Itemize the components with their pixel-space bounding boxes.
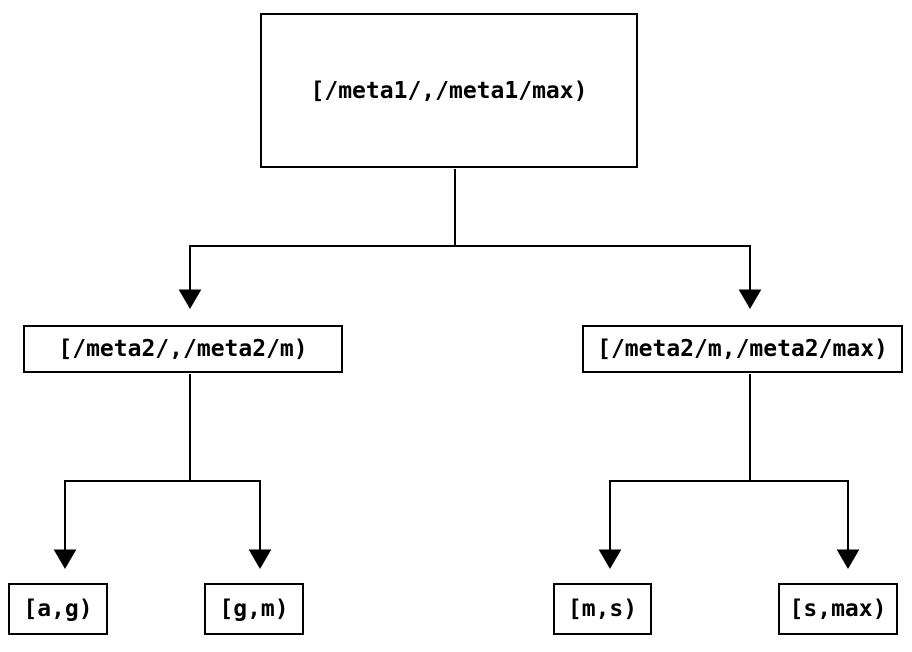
tree-node-label: [s,max) xyxy=(789,596,887,622)
arrowhead-icon xyxy=(53,549,77,569)
tree-node-root: [/meta1/,/meta1/max) xyxy=(260,13,638,168)
tree-node-label: [/meta2/,/meta2/m) xyxy=(58,336,308,362)
tree-node-meta2-left: [/meta2/,/meta2/m) xyxy=(23,325,343,373)
tree-node-label: [/meta2/m,/meta2/max) xyxy=(597,336,888,362)
tree-node-label: [a,g) xyxy=(23,596,93,622)
arrowhead-icon xyxy=(598,549,622,569)
arrowhead-icon xyxy=(836,549,860,569)
tree-node-label: [g,m) xyxy=(219,596,289,622)
arrowhead-icon xyxy=(248,549,272,569)
arrowhead-icon xyxy=(738,289,762,309)
tree-node-leaf-gm: [g,m) xyxy=(204,583,304,635)
tree-node-leaf-ag: [a,g) xyxy=(8,583,108,635)
arrowhead-icon xyxy=(178,289,202,309)
tree-node-label: [/meta1/,/meta1/max) xyxy=(310,77,588,104)
tree-node-meta2-right: [/meta2/m,/meta2/max) xyxy=(582,325,903,373)
tree-node-leaf-smax: [s,max) xyxy=(778,583,898,635)
tree-node-label: [m,s) xyxy=(567,596,638,622)
tree-node-leaf-ms: [m,s) xyxy=(553,583,652,635)
